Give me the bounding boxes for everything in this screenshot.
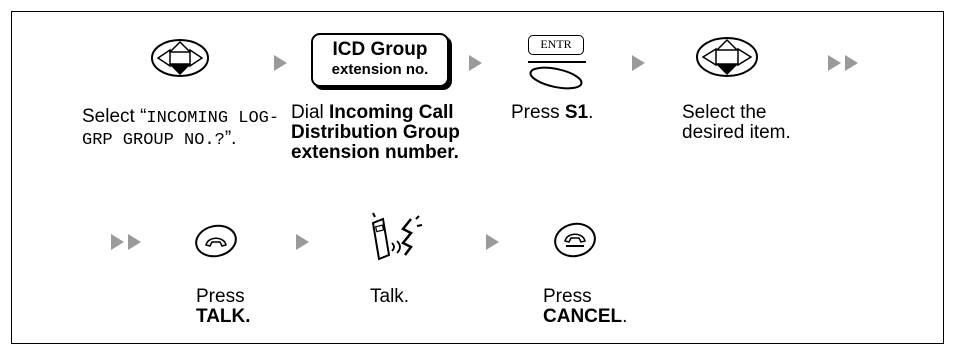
navigator-key-icon — [696, 37, 758, 77]
next-arrow-icon — [486, 234, 499, 250]
talk-key-icon — [195, 224, 237, 258]
step1-prompt: INCOMING LOG-GRP GROUP NO.? — [82, 109, 280, 150]
talk-text: Talk. — [370, 286, 410, 307]
step3-text: Press S1. — [511, 103, 631, 123]
step2-text-a: Dial — [291, 102, 330, 123]
next-arrow-icon — [469, 55, 482, 71]
cancel-step-text-bold: CANCEL — [543, 306, 623, 327]
step4-text: Select the desired item. — [682, 102, 791, 143]
continue-arrow-icon — [828, 55, 841, 71]
step1-text-b: ”. — [224, 128, 237, 149]
continue-arrow-icon — [845, 55, 858, 71]
continue-arrow-icon — [111, 234, 124, 250]
key-line2: extension no. — [331, 61, 429, 78]
talk-step-text-bold: TALK. — [196, 306, 251, 327]
step2-text-bold: Incoming Call Distribution Group extensi… — [291, 102, 460, 163]
step2-text: Dial Incoming Call Distribution Group ex… — [291, 103, 491, 163]
talk-step-text: Press TALK. — [196, 287, 316, 327]
cancel-step-text-b: . — [622, 306, 628, 327]
key-line1: ICD Group — [332, 39, 428, 60]
cancel-key-icon — [554, 222, 596, 258]
cancel-step-text: Press CANCEL. — [543, 287, 683, 327]
talk-step-text-a: Press — [196, 286, 245, 307]
step3-text-a: Press — [511, 102, 565, 123]
next-arrow-icon — [296, 234, 309, 250]
next-arrow-icon — [632, 55, 645, 71]
navigator-key-icon — [151, 39, 209, 77]
procedure-frame — [11, 11, 944, 344]
entr-key-icon: ENTR — [528, 35, 584, 55]
icd-group-key-icon: ICD Group extension no. — [311, 33, 449, 87]
next-arrow-icon — [274, 55, 287, 71]
entr-s1-key-icon — [528, 61, 586, 90]
step3-text-bold: S1 — [564, 102, 589, 123]
cancel-step-text-a: Press — [543, 286, 592, 307]
step1-text: Select “INCOMING LOG-GRP GROUP NO.?”. — [82, 107, 282, 151]
step3-text-b: . — [588, 102, 594, 123]
continue-arrow-icon — [128, 234, 141, 250]
talk-handset-icon — [371, 212, 423, 261]
step1-text-a: Select “ — [82, 106, 147, 127]
